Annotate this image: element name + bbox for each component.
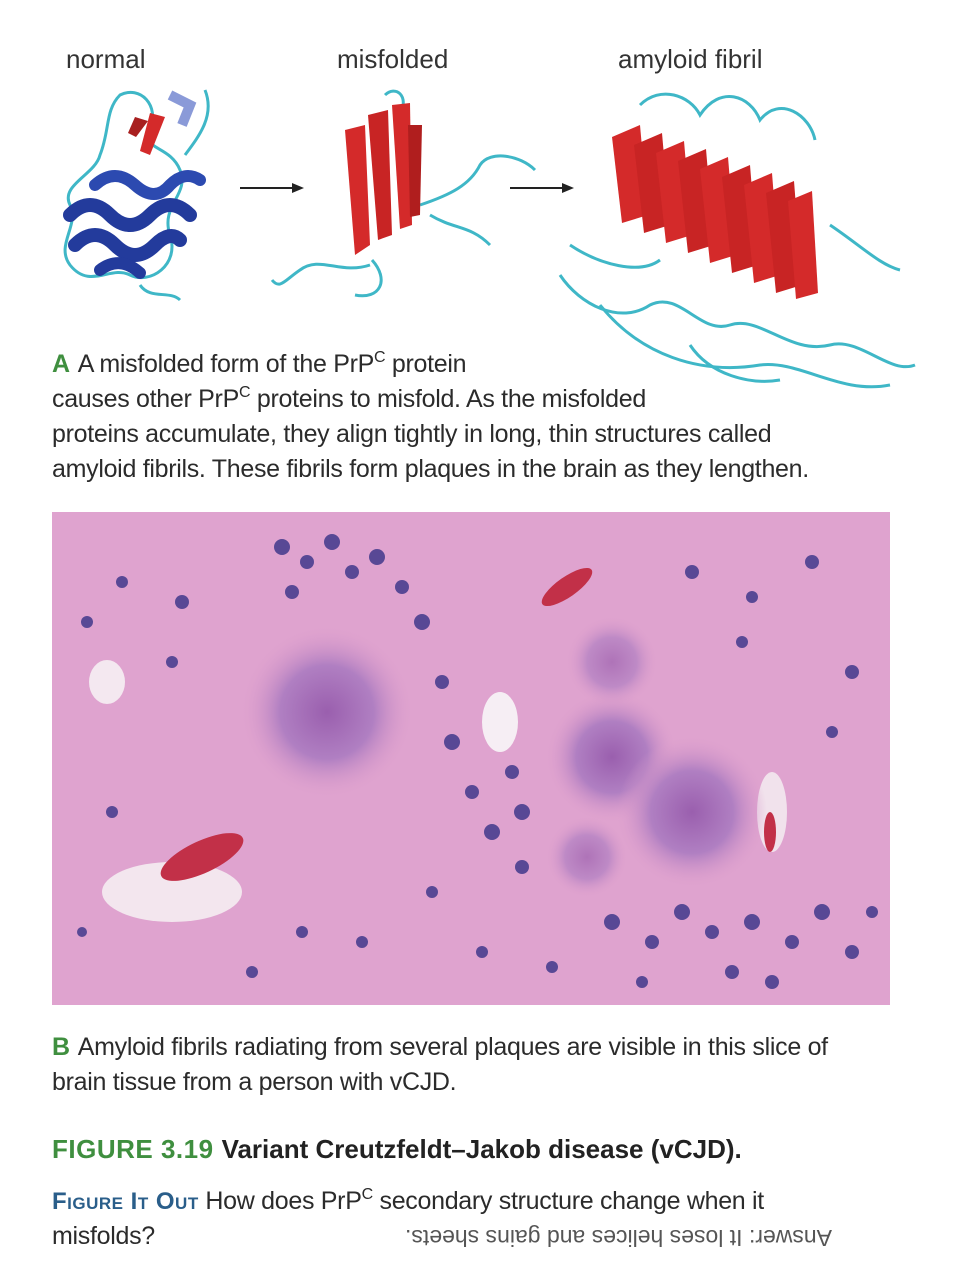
- figure-it-out: Figure It Out How does PrPC secondary st…: [52, 1184, 932, 1254]
- superscript-c: C: [361, 1186, 374, 1203]
- panel-b-caption-line2: brain tissue from a person with vCJD.: [52, 1068, 457, 1096]
- caption-a-line2-pre: causes other PrP: [52, 385, 239, 413]
- caption-b-line1-text: Amyloid fibrils radiating from several p…: [77, 1033, 828, 1061]
- superscript-c: C: [238, 384, 251, 401]
- figure-title: Variant Creutzfeldt–Jakob disease (vCJD)…: [221, 1134, 742, 1164]
- panel-a-caption-line4: amyloid fibrils. These fibrils form plaq…: [52, 455, 809, 483]
- caption-a-line1-post: protein: [385, 350, 467, 378]
- amyloid-plaques: [242, 617, 767, 897]
- misfolded-protein-structure: [270, 89, 537, 298]
- cell-nuclei: [77, 534, 878, 989]
- upside-down-answer: Answer: It loses helices and gains sheet…: [405, 1225, 833, 1251]
- label-normal: normal: [66, 44, 146, 74]
- normal-protein-structure: [63, 89, 210, 302]
- superscript-c: C: [373, 349, 386, 366]
- figure-it-out-line1: Figure It Out How does PrPC secondary st…: [52, 1184, 932, 1219]
- question-pre: How does PrP: [205, 1187, 362, 1215]
- label-amyloid-fibril: amyloid fibril: [618, 44, 763, 74]
- arrow-normal-to-misfolded: [240, 183, 304, 193]
- figure-number: FIGURE 3.19: [52, 1134, 214, 1164]
- panel-a-letter: A: [52, 350, 70, 378]
- amyloid-fibril-structure: [558, 92, 916, 389]
- figure-it-out-line2: misfolds?: [52, 1222, 155, 1250]
- arrow-misfolded-to-amyloid: [510, 183, 574, 193]
- question-post: secondary structure change when it: [372, 1187, 764, 1215]
- caption-a-line2-post: proteins to misfold. As the misfolded: [250, 385, 646, 413]
- figure-it-out-label: Figure It Out: [52, 1188, 199, 1215]
- protein-structures-illustration: [63, 89, 916, 389]
- label-misfolded: misfolded: [337, 44, 449, 74]
- brain-tissue-micrograph: [52, 512, 890, 1005]
- panel-a-caption-line2: causes other PrPC proteins to misfold. A…: [52, 382, 912, 417]
- caption-a-line1-pre: A misfolded form of the PrP: [77, 350, 375, 378]
- panel-a-caption-line3: proteins accumulate, they align tightly …: [52, 420, 772, 448]
- panel-b-letter: B: [52, 1033, 70, 1061]
